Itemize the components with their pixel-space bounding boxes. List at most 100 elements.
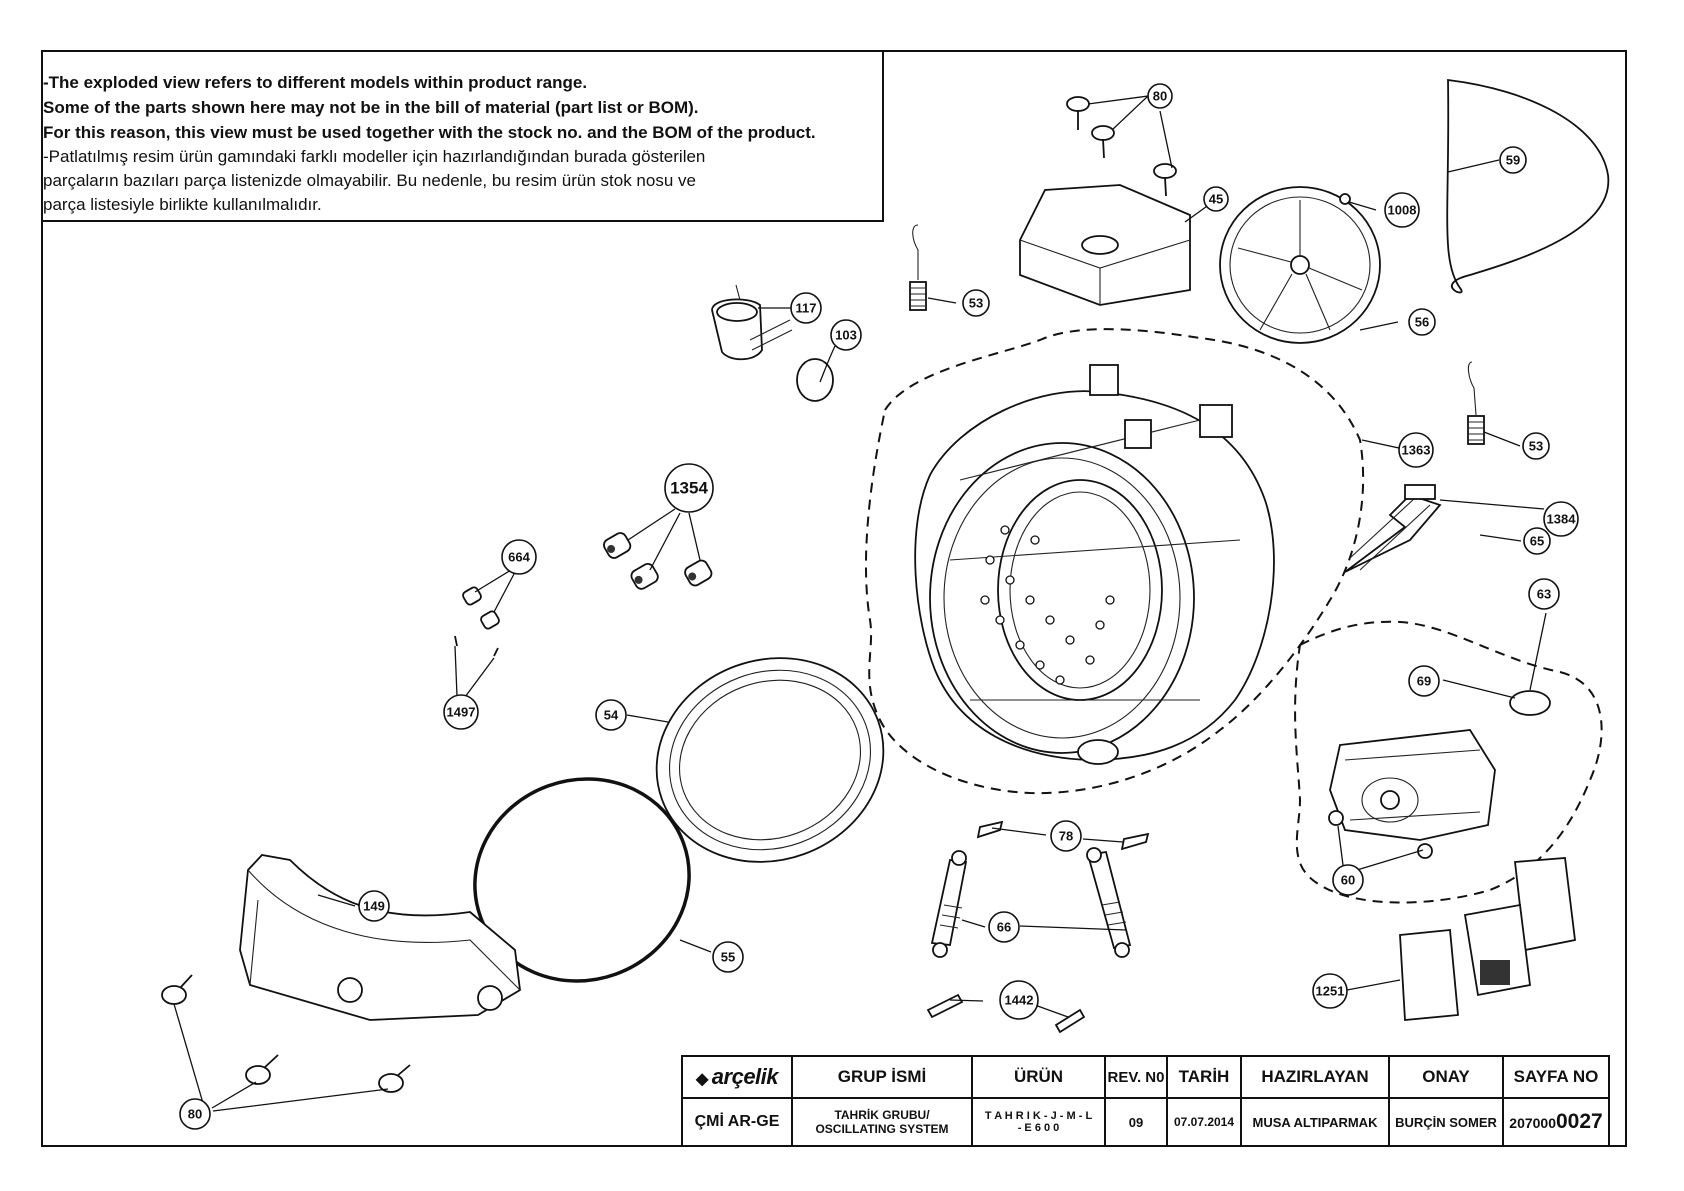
top-screws [1066,96,1177,197]
bushings-664 [462,586,500,630]
date-value: 07.07.2014 [1166,1097,1242,1147]
callout-label: 66 [997,920,1011,935]
motor-seal-ring [1509,690,1551,716]
door-gasket [655,657,885,863]
callout-balloon: 56 [1408,308,1436,336]
callout-label: 1384 [1547,512,1577,527]
header-group-name: GRUP İSMİ [791,1055,973,1099]
drain-hose-connector [711,284,793,361]
tub-fitting-2 [1199,404,1233,438]
callout-label: 56 [1415,315,1429,330]
callout-label: 59 [1506,153,1520,168]
callout-label: 80 [1153,89,1167,104]
screws-1497 [454,635,499,657]
notice-tr-line: -Patlatılmış resim ürün gamındaki farklı… [43,147,706,166]
callout-label: 1442 [1005,993,1034,1008]
callout-label: 1363 [1402,443,1431,458]
callout-balloon: 55 [712,941,744,973]
tub-fitting-3 [1124,419,1152,449]
callout-label: 103 [835,328,857,343]
product-value: T A H R I K - J - M - L - E 6 0 0 [971,1097,1106,1147]
callout-label: 1354 [670,479,708,498]
group-name-value: TAHRİK GRUBU/ OSCILLATING SYSTEM [791,1097,973,1147]
callout-balloon: 1384 [1543,501,1579,537]
hose-clamp [796,358,834,402]
callout-balloon: 1497 [443,694,479,730]
callout-label: 1251 [1316,984,1345,999]
page-no-prefix: 207000 [1509,1115,1556,1131]
notice-en-line: -The exploded view refers to different m… [43,73,588,92]
callout-balloon: 60 [1332,864,1364,896]
page-no-value: 2070000027 [1502,1097,1610,1147]
callout-balloon: 1354 [664,463,714,513]
callout-balloon: 63 [1528,578,1560,610]
logo-mark-icon: ◆ [695,1071,708,1088]
callout-label: 117 [796,301,817,316]
callout-balloon: 53 [962,289,990,317]
callout-balloon: 149 [358,890,390,922]
title-block: ◆arçelik GRUP İSMİ ÜRÜN REV. N0 TARİH HA… [681,1055,1610,1147]
shock-absorber-pins [976,820,1150,851]
motor-assembly-outline [1294,620,1603,904]
callout-balloon: 103 [830,319,862,351]
rev-value: 09 [1104,1097,1168,1147]
notice-tr-line: parçaların bazıları parça listenizde olm… [43,171,696,190]
callout-label: 63 [1537,587,1551,602]
electronic-control-module [1399,857,1576,1021]
callout-label: 80 [188,1107,202,1122]
header-prepared: HAZIRLAYAN [1240,1055,1390,1099]
callout-label: 78 [1059,829,1073,844]
callout-balloon: 78 [1050,820,1082,852]
callout-balloon: 69 [1408,665,1440,697]
header-approval: ONAY [1388,1055,1504,1099]
callout-label: 149 [363,899,385,914]
tub-perforation-holes [980,525,1115,685]
drive-belt [1446,78,1609,294]
callout-label: 1497 [447,705,476,720]
top-counterweight [1019,184,1191,306]
callout-balloon: 1251 [1312,973,1348,1009]
callout-label: 60 [1341,873,1355,888]
shock-absorber-left [930,850,968,958]
header-date: TARİH [1166,1055,1242,1099]
shock-absorber-right [1086,847,1132,958]
outer-tub [914,364,1275,765]
header-rev: REV. N0 [1104,1055,1168,1099]
front-counterweight [239,854,521,1021]
callout-balloon: 1442 [999,980,1039,1020]
header-page-no: SAYFA NO [1502,1055,1610,1099]
callout-balloon: 45 [1203,186,1229,212]
callout-balloon: 664 [501,539,537,575]
bushings-1354 [603,532,713,590]
motor-bolts [1328,810,1433,859]
callout-balloon: 1008 [1384,192,1420,228]
notice-en-line: Some of the parts shown here may not be … [43,98,699,117]
drive-motor [1329,729,1496,841]
pulley-bolt [1339,193,1351,205]
callout-balloon: 80 [1147,83,1173,109]
callout-label: 65 [1530,534,1544,549]
callout-balloon: 53 [1522,432,1550,460]
callout-label: 69 [1417,674,1431,689]
callout-label: 45 [1209,192,1223,207]
callout-balloon: 1363 [1398,432,1434,468]
approval-value: BURÇİN SOMER [1388,1097,1504,1147]
notice-en-line: For this reason, this view must be used … [43,123,816,142]
callout-label: 54 [604,708,619,723]
callout-label: 1008 [1388,203,1417,218]
callout-balloon: 66 [988,911,1020,943]
callout-label: 55 [721,950,735,965]
suspension-spring-left [909,224,927,311]
prepared-value: MUSA ALTIPARMAK [1240,1097,1390,1147]
callout-label: 664 [508,550,530,565]
brand-name: arçelik [711,1064,779,1089]
callout-balloon: 65 [1523,527,1551,555]
callout-balloon: 54 [595,699,627,731]
drum-pulley [1219,186,1381,344]
page-no-suffix: 0027 [1556,1110,1603,1133]
suspension-spring-right [1467,361,1485,445]
header-product: ÜRÜN [971,1055,1106,1099]
callout-balloon: 80 [179,1098,211,1130]
